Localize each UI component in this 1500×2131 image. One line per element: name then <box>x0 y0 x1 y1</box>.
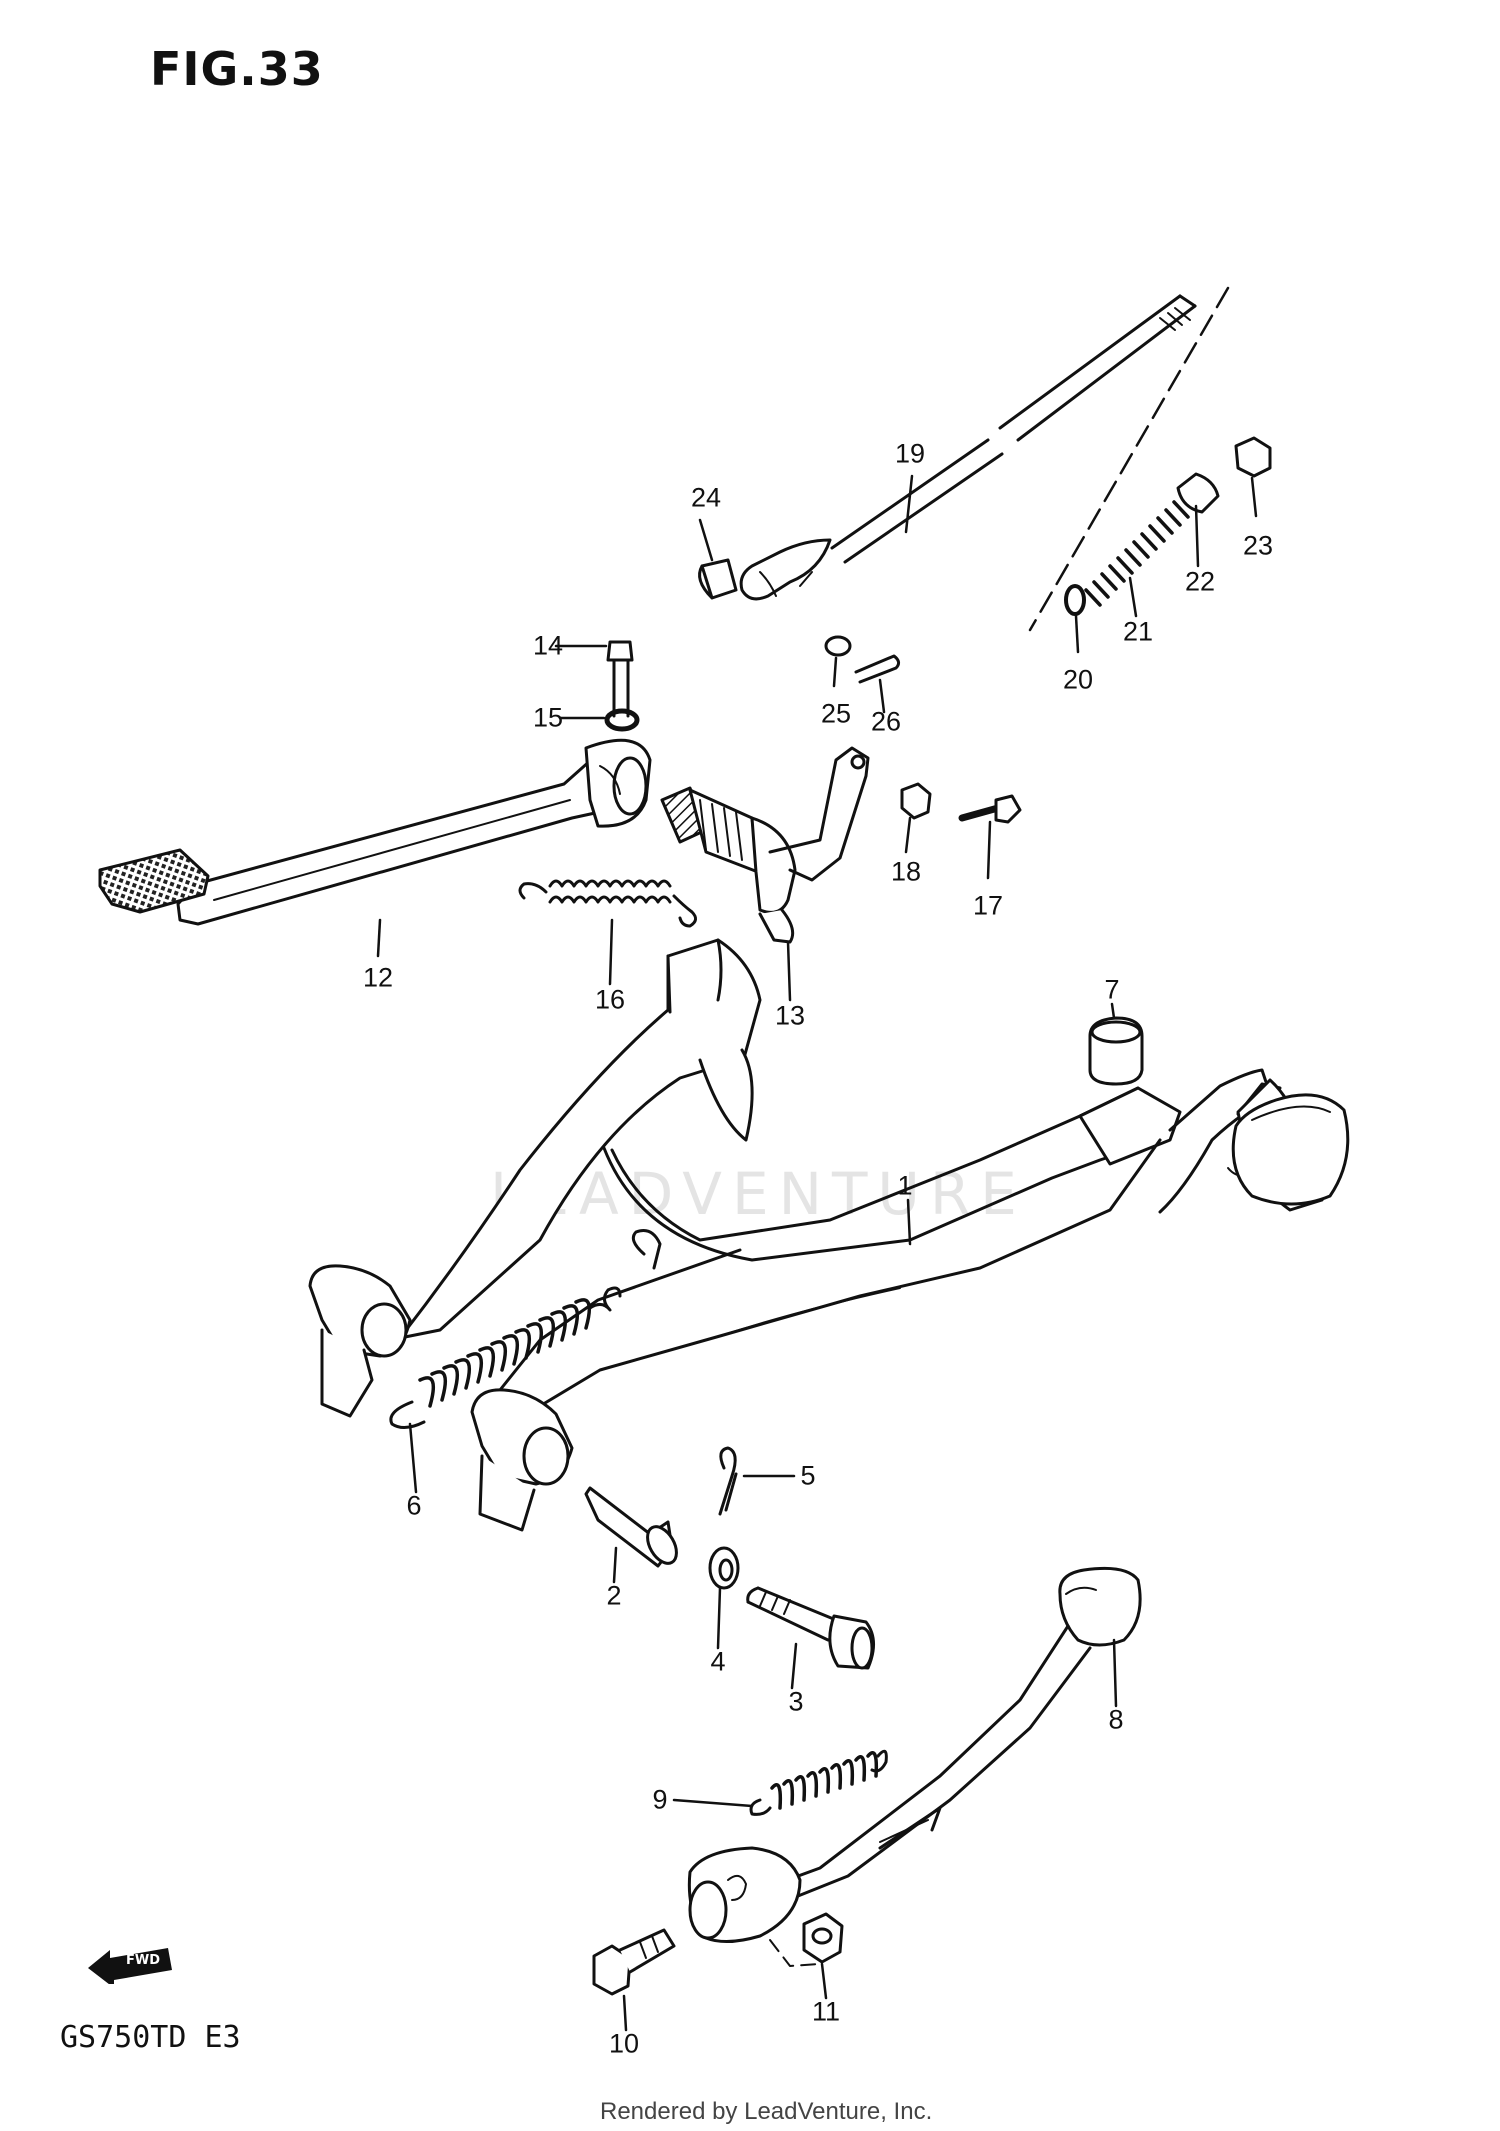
callout-10: 10 <box>608 2028 640 2059</box>
brake-pedal <box>98 738 652 926</box>
callout-5: 5 <box>800 1460 816 1491</box>
center-stand <box>308 938 1350 1532</box>
callout-18: 18 <box>890 856 922 887</box>
spring-washer <box>1064 584 1086 616</box>
side-stand <box>687 1566 1142 1967</box>
callout-2: 2 <box>606 1580 622 1611</box>
pivot-bolt <box>606 640 634 718</box>
callout-14: 14 <box>532 630 564 661</box>
pedal-shaft <box>660 746 870 944</box>
side-stand-nut <box>802 1912 844 1964</box>
callout-16: 16 <box>594 984 626 1015</box>
rod-pin <box>698 558 738 600</box>
side-stand-bolt <box>592 1928 676 1996</box>
stand-stopper <box>1088 1016 1144 1086</box>
stand-bolt <box>746 1586 875 1670</box>
render-credit: Rendered by LeadVenture, Inc. <box>600 2098 933 2125</box>
callout-3: 3 <box>788 1686 804 1717</box>
rod-spring <box>1084 500 1190 607</box>
model-code: GS750TD E3 <box>60 2020 241 2055</box>
callout-23: 23 <box>1242 530 1274 561</box>
callout-15: 15 <box>532 702 564 733</box>
forward-label: FWD <box>126 1953 161 1968</box>
leader-lines <box>376 474 1258 2032</box>
callout-11: 11 <box>811 1996 841 2027</box>
callout-13: 13 <box>774 1000 806 1031</box>
rod-cotter-pin <box>854 654 901 684</box>
callout-6: 6 <box>406 1490 422 1521</box>
lever-bolt <box>958 794 1022 824</box>
rod-joint <box>1176 472 1220 514</box>
callout-19: 19 <box>894 438 926 469</box>
callout-20: 20 <box>1062 664 1094 695</box>
stand-spring <box>389 1286 622 1429</box>
callout-8: 8 <box>1108 1704 1124 1735</box>
callout-26: 26 <box>870 706 902 737</box>
callout-25: 25 <box>820 698 852 729</box>
stand-collar <box>584 1486 678 1568</box>
callout-24: 24 <box>690 482 722 513</box>
figure-title: FIG.33 <box>150 42 324 96</box>
reference-dash-line <box>1028 286 1230 632</box>
callout-1: 1 <box>897 1170 913 1201</box>
callout-17: 17 <box>972 890 1004 921</box>
side-stand-spring <box>749 1749 888 1816</box>
forward-arrow-icon <box>88 1948 172 1984</box>
callout-21: 21 <box>1122 616 1154 647</box>
pedal-return-spring <box>518 879 697 928</box>
callout-9: 9 <box>652 1784 668 1815</box>
callout-12: 12 <box>362 962 394 993</box>
stand-cotter-pin <box>718 1446 738 1516</box>
lever-nut <box>900 782 932 820</box>
callout-22: 22 <box>1184 566 1216 597</box>
rod-washer <box>824 635 852 657</box>
pivot-lock-washer <box>604 708 640 732</box>
callout-7: 7 <box>1104 974 1120 1005</box>
stand-washer <box>708 1546 740 1590</box>
rod-nut <box>1234 436 1272 478</box>
callout-4: 4 <box>710 1646 726 1677</box>
